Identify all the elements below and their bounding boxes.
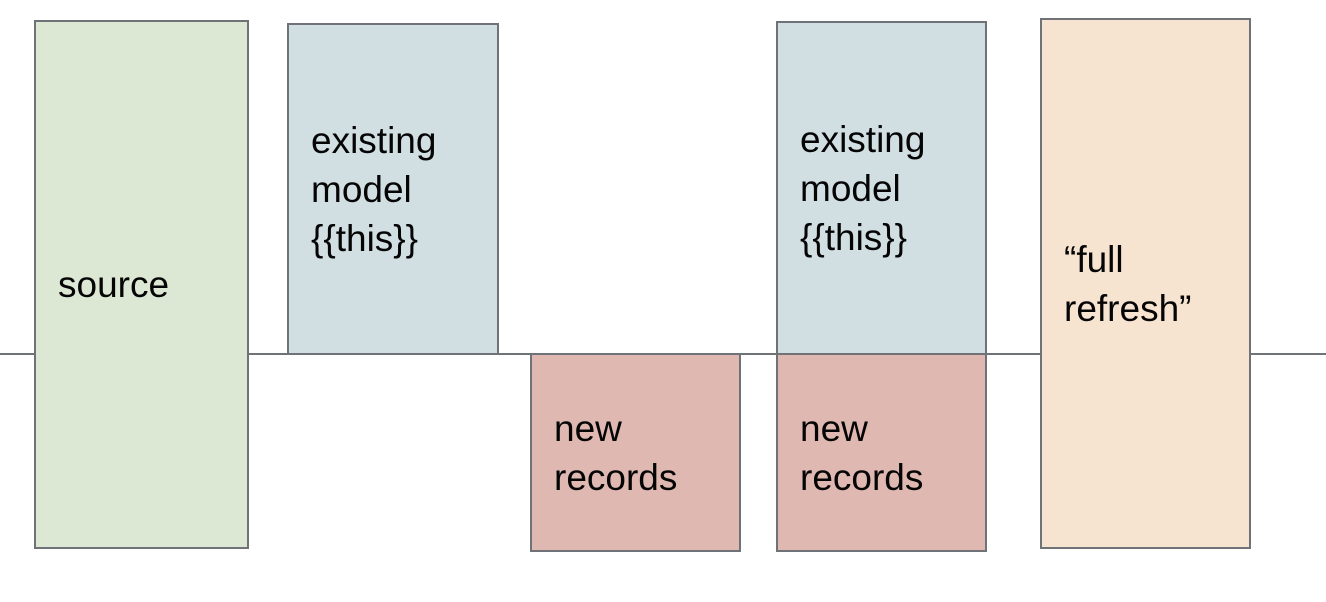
box-new-records-1[interactable]: new records (530, 353, 741, 552)
box-source[interactable]: source (34, 20, 249, 549)
box-full-refresh[interactable]: “full refresh” (1040, 18, 1251, 549)
box-full-refresh-label: “full refresh” (1064, 238, 1192, 329)
box-existing-model-2-label: existing model {{this}} (800, 118, 926, 258)
box-new-records-1-label: new records (554, 407, 678, 498)
box-existing-model-2[interactable]: existing model {{this}} (776, 21, 987, 355)
box-existing-model-1-label: existing model {{this}} (311, 119, 437, 259)
box-new-records-2[interactable]: new records (776, 353, 987, 552)
box-new-records-2-label: new records (800, 407, 924, 498)
box-source-label: source (58, 264, 170, 305)
box-existing-model-1[interactable]: existing model {{this}} (287, 23, 499, 355)
